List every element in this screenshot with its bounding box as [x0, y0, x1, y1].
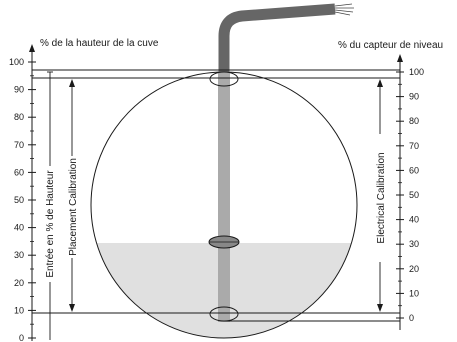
right-axis-tick-label: 100 — [409, 67, 424, 77]
right-axis-tick-label: 30 — [409, 239, 419, 249]
top-calibration-marker — [209, 71, 239, 87]
cable-wires — [334, 3, 354, 16]
left-axis-tick-label: 80 — [14, 112, 24, 122]
left-axis: 0 10 20 30 40 50 60 70 80 90 100 % de la hauteur d… — [9, 38, 159, 342]
left-axis-tick-label: 50 — [14, 195, 24, 205]
right-axis-tick-label: 50 — [409, 190, 419, 200]
left-axis-tick-label: 60 — [14, 167, 24, 177]
right-axis-tick-label: 20 — [409, 264, 419, 274]
left-axis-tick-label: 70 — [14, 140, 24, 150]
left-axis-title: % de la hauteur de la cuve — [40, 38, 159, 49]
left-axis-tick-label: 0 — [19, 333, 24, 342]
electrical-calibration-dimension: Electrical Calibration — [376, 79, 387, 312]
right-axis-title: % du capteur de niveau — [338, 40, 443, 51]
left-axis-arrow — [29, 44, 35, 52]
right-axis-tick-label: 60 — [409, 165, 419, 175]
right-axis-tick-label: 80 — [409, 116, 419, 126]
reference-lines — [32, 69, 400, 322]
right-axis-tick-label: 90 — [409, 92, 419, 102]
right-axis: 0 10 20 30 40 50 60 70 80 90 100 % du capteur de n… — [338, 40, 443, 330]
height-input-dimension: Entrée en % de Hauteur — [45, 71, 56, 340]
placement-calibration-dimension: Placement Calibration — [68, 79, 79, 312]
sensor-cable — [218, 3, 336, 72]
probe-rod — [218, 72, 230, 322]
left-axis-tick-label: 40 — [14, 223, 24, 233]
right-axis-tick-label: 70 — [409, 141, 419, 151]
left-axis-tick-label: 20 — [14, 278, 24, 288]
right-axis-tick-label: 40 — [409, 215, 419, 225]
left-axis-tick-label: 100 — [9, 57, 24, 67]
left-axis-tick-label: 90 — [14, 85, 24, 95]
height-input-label: Entrée en % de Hauteur — [45, 170, 56, 278]
left-axis-tick-label: 10 — [14, 305, 24, 315]
electrical-calibration-label: Electrical Calibration — [376, 152, 387, 243]
right-axis-arrow — [397, 54, 403, 62]
right-axis-tick-label: 0 — [409, 313, 414, 323]
placement-calibration-label: Placement Calibration — [68, 158, 79, 256]
left-axis-tick-label: 30 — [14, 250, 24, 260]
right-axis-tick-label: 10 — [409, 288, 419, 298]
